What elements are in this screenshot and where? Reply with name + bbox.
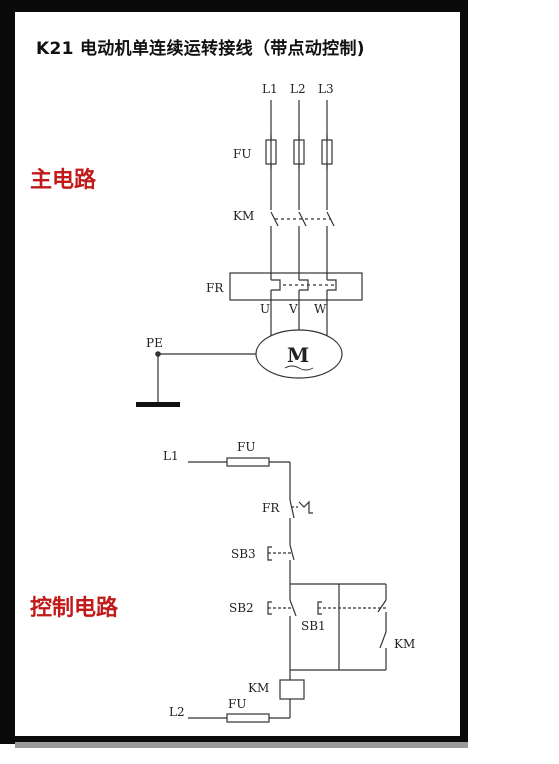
frame-top-border: [0, 0, 468, 12]
sb3-stop-button: [267, 544, 295, 580]
control-circuit-label: 控制电路: [30, 596, 119, 621]
label-v: V: [288, 302, 298, 316]
ctrl-label-l2: L2: [169, 705, 185, 719]
pe-ground: [155, 351, 256, 404]
label-km: KM: [233, 209, 254, 223]
ctrl-label-fu-bottom: FU: [228, 697, 246, 711]
label-u: U: [260, 302, 270, 316]
label-km-coil: KM: [248, 681, 269, 695]
label-sb2: SB2: [229, 601, 254, 615]
km-main-contacts: [270, 206, 335, 227]
label-l3: L3: [318, 82, 334, 96]
main-circuit-label: 主电路: [30, 168, 97, 193]
fr-thermal-relay: [229, 272, 363, 301]
frame-right-border: [460, 0, 468, 742]
ctrl-label-fu-top: FU: [237, 440, 255, 454]
sb2-start-button: [267, 584, 297, 670]
label-km-aux: KM: [394, 637, 415, 651]
frame-bottom-border: [0, 736, 468, 744]
phase-lines-top: [270, 100, 328, 140]
frame-left-border: [0, 0, 15, 742]
label-pe: PE: [146, 336, 163, 350]
motor-symbol: M: [287, 343, 309, 367]
sb1-jog-button: [317, 599, 387, 670]
ctrl-fuse-bottom: [226, 713, 270, 723]
label-fr: FR: [206, 281, 224, 295]
ground-bar: [136, 402, 180, 407]
label-l2: L2: [290, 82, 306, 96]
ctrl-label-l1: L1: [163, 449, 179, 463]
diagram-title: K21 电动机单连续运转接线（带点动控制): [36, 39, 365, 59]
label-w: W: [314, 302, 327, 316]
fr-nc-contact: [289, 499, 313, 545]
main-fuses: [265, 135, 333, 169]
ctrl-label-fr: FR: [262, 501, 280, 515]
label-l1: L1: [262, 82, 278, 96]
km-coil: [279, 679, 305, 700]
frame-bottom-shadow: [15, 742, 468, 748]
label-sb3: SB3: [231, 547, 256, 561]
ctrl-fuse-top: [226, 457, 270, 467]
label-sb1: SB1: [301, 619, 326, 633]
label-fu: FU: [233, 147, 251, 161]
km-aux-contact: [379, 631, 387, 670]
